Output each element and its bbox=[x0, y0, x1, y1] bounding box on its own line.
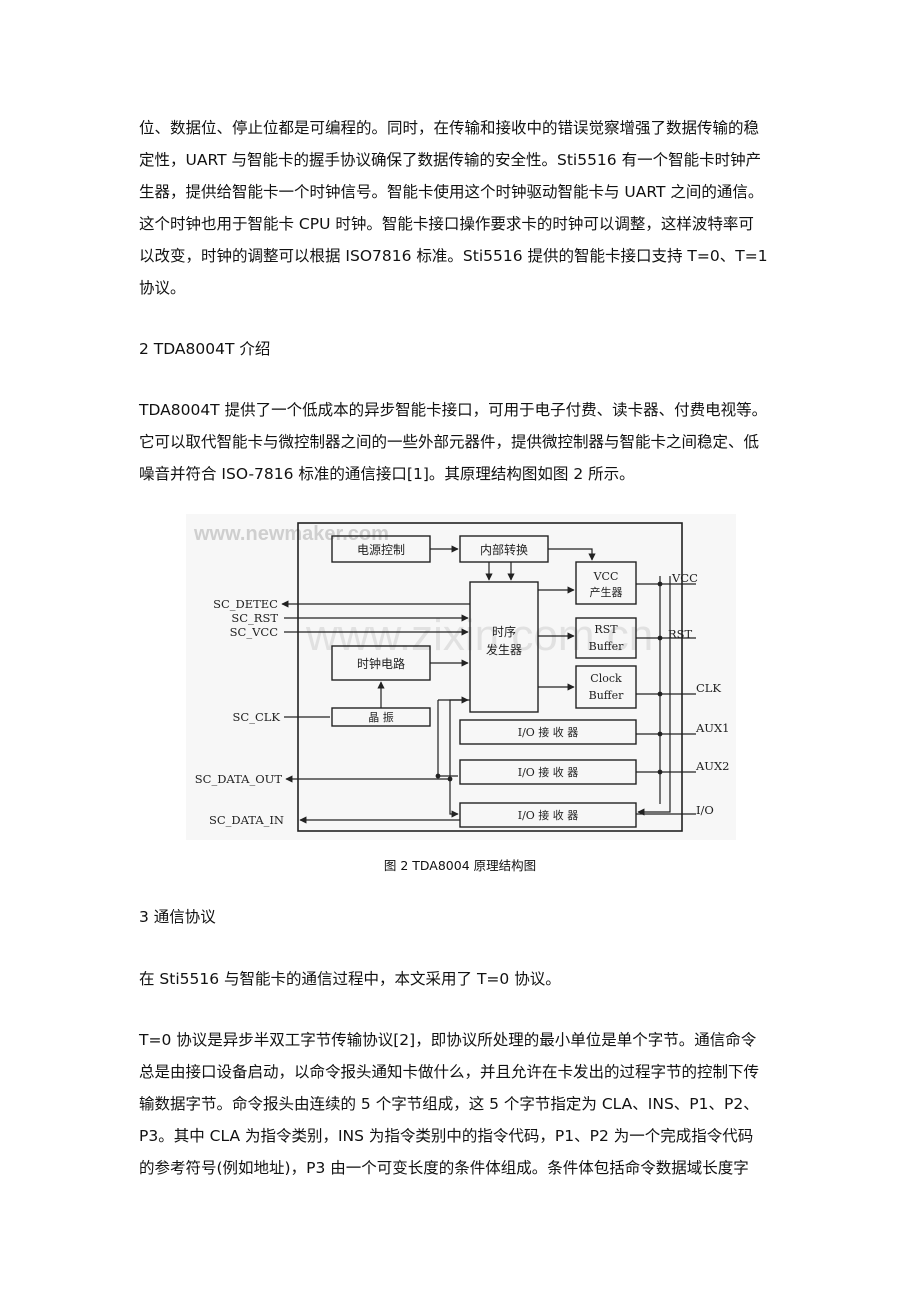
io-receiver-1-label: I/O 接 收 器 bbox=[518, 725, 579, 739]
timing-generator-label-2: 发生器 bbox=[486, 642, 522, 657]
paragraph-uart-smartcard: 位、数据位、停止位都是可编程的。同时，在传输和接收中的错误觉察增强了数据传输的稳… bbox=[139, 112, 787, 304]
paragraph-t0-intro: 在 Sti5516 与智能卡的通信过程中，本文采用了 T=0 协议。 bbox=[139, 970, 561, 988]
text-line: 噪音并符合 ISO-7816 标准的通信接口[1]。其原理结构图如图 2 所示。 bbox=[139, 465, 635, 483]
label-sc-detec: SC_DETEC bbox=[213, 597, 278, 611]
section-heading-protocol: 3 通信协议 bbox=[139, 908, 216, 926]
label-rst: RST bbox=[668, 627, 693, 641]
power-control-label: 电源控制 bbox=[357, 543, 405, 557]
paragraph-t0-protocol: T=0 协议是异步半双工字节传输协议[2]，即协议所处理的最小单位是单个字节。通… bbox=[139, 1024, 787, 1184]
junction-dot bbox=[657, 769, 663, 775]
label-sc-data-in: SC_DATA_IN bbox=[209, 813, 284, 827]
label-sc-rst: SC_RST bbox=[231, 611, 278, 625]
io-receiver-3-label: I/O 接 收 器 bbox=[518, 808, 579, 822]
section-heading-tda8004t: 2 TDA8004T 介绍 bbox=[139, 340, 271, 358]
internal-convert-label: 内部转换 bbox=[480, 542, 528, 557]
label-sc-data-out: SC_DATA_OUT bbox=[195, 772, 283, 786]
text-line: 的参考符号(例如地址)，P3 由一个可变长度的条件体组成。条件体包括命令数据域长… bbox=[139, 1159, 749, 1177]
label-sc-vcc: SC_VCC bbox=[230, 625, 279, 639]
watermark-center: www.zixin.com.cn bbox=[305, 611, 653, 660]
junction-dot bbox=[657, 731, 663, 737]
figure-caption: 图 2 TDA8004 原理结构图 bbox=[383, 858, 537, 873]
text-line: 位、数据位、停止位都是可编程的。同时，在传输和接收中的错误觉察增强了数据传输的稳 bbox=[139, 119, 760, 137]
vcc-generator-block bbox=[575, 561, 637, 605]
io-receiver-3-block bbox=[459, 802, 637, 828]
rst-buffer-label-2: Buffer bbox=[589, 640, 624, 653]
clock-buffer-label-2: Buffer bbox=[589, 689, 624, 702]
io-receiver-2-label: I/O 接 收 器 bbox=[518, 765, 579, 779]
label-io: I/O bbox=[696, 803, 714, 817]
text-line: TDA8004T 提供了一个低成本的异步智能卡接口，可用于电子付费、读卡器、付费… bbox=[139, 401, 768, 419]
text-line: 生器，提供给智能卡一个时钟信号。智能卡使用这个时钟驱动智能卡与 UART 之间的… bbox=[139, 183, 764, 201]
crystal-label: 晶 振 bbox=[368, 710, 394, 724]
clock-buffer-label-1: Clock bbox=[590, 672, 622, 685]
timing-generator-block bbox=[469, 581, 539, 713]
text-line: P3。其中 CLA 为指令类别，INS 为指令类别中的指令代码，P1、P2 为一… bbox=[139, 1127, 754, 1145]
label-aux2: AUX2 bbox=[695, 759, 730, 773]
rst-buffer-label-1: RST bbox=[594, 623, 618, 636]
label-sc-clk: SC_CLK bbox=[233, 710, 281, 724]
label-vcc: VCC bbox=[671, 571, 698, 585]
text-line: 协议。 bbox=[139, 279, 186, 297]
text-line: 这个时钟也用于智能卡 CPU 时钟。智能卡接口操作要求卡的时钟可以调整，这样波特… bbox=[139, 215, 754, 233]
junction-dot bbox=[657, 635, 663, 641]
vcc-generator-label-2: 产生器 bbox=[590, 585, 623, 599]
text-line: 它可以取代智能卡与微控制器之间的一些外部元器件，提供微控制器与智能卡之间稳定、低 bbox=[139, 433, 760, 451]
clock-buffer-block bbox=[575, 665, 637, 709]
text-line: 以改变，时钟的调整可以根据 ISO7816 标准。Sti5516 提供的智能卡接… bbox=[139, 247, 768, 265]
clock-circuit-label: 时钟电路 bbox=[357, 656, 405, 671]
junction-dot bbox=[657, 581, 663, 587]
timing-generator-label-1: 时序 bbox=[492, 624, 516, 639]
arrow-convert-to-vcc bbox=[548, 548, 596, 561]
io-receiver-1-block bbox=[459, 719, 637, 745]
junction-dot bbox=[435, 773, 441, 779]
block-diagram-svg: www.newmaker.com www.zixin.com.cn 电源控制 内… bbox=[186, 514, 736, 840]
wire-io-return bbox=[637, 804, 671, 816]
label-aux1: AUX1 bbox=[695, 721, 730, 735]
block-diagram-figure: www.newmaker.com www.zixin.com.cn 电源控制 内… bbox=[186, 514, 736, 840]
watermark-top: www.newmaker.com bbox=[193, 523, 389, 545]
text-line: T=0 协议是异步半双工字节传输协议[2]，即协议所处理的最小单位是单个字节。通… bbox=[139, 1031, 757, 1049]
junction-dot bbox=[447, 776, 453, 782]
text-line: 总是由接口设备启动，以命令报头通知卡做什么，并且允许在卡发出的过程字节的控制下传 bbox=[139, 1063, 760, 1081]
paragraph-tda8004t-intro: TDA8004T 提供了一个低成本的异步智能卡接口，可用于电子付费、读卡器、付费… bbox=[139, 394, 787, 490]
text-line: 输数据字节。命令报头由连续的 5 个字节组成，这 5 个字节指定为 CLA、IN… bbox=[139, 1095, 759, 1113]
vcc-generator-label-1: VCC bbox=[593, 570, 619, 583]
text-line: 定性，UART 与智能卡的握手协议确保了数据传输的安全性。Sti5516 有一个… bbox=[139, 151, 762, 169]
junction-dot bbox=[657, 691, 663, 697]
label-clk: CLK bbox=[696, 681, 721, 695]
chip-boundary bbox=[297, 522, 683, 832]
